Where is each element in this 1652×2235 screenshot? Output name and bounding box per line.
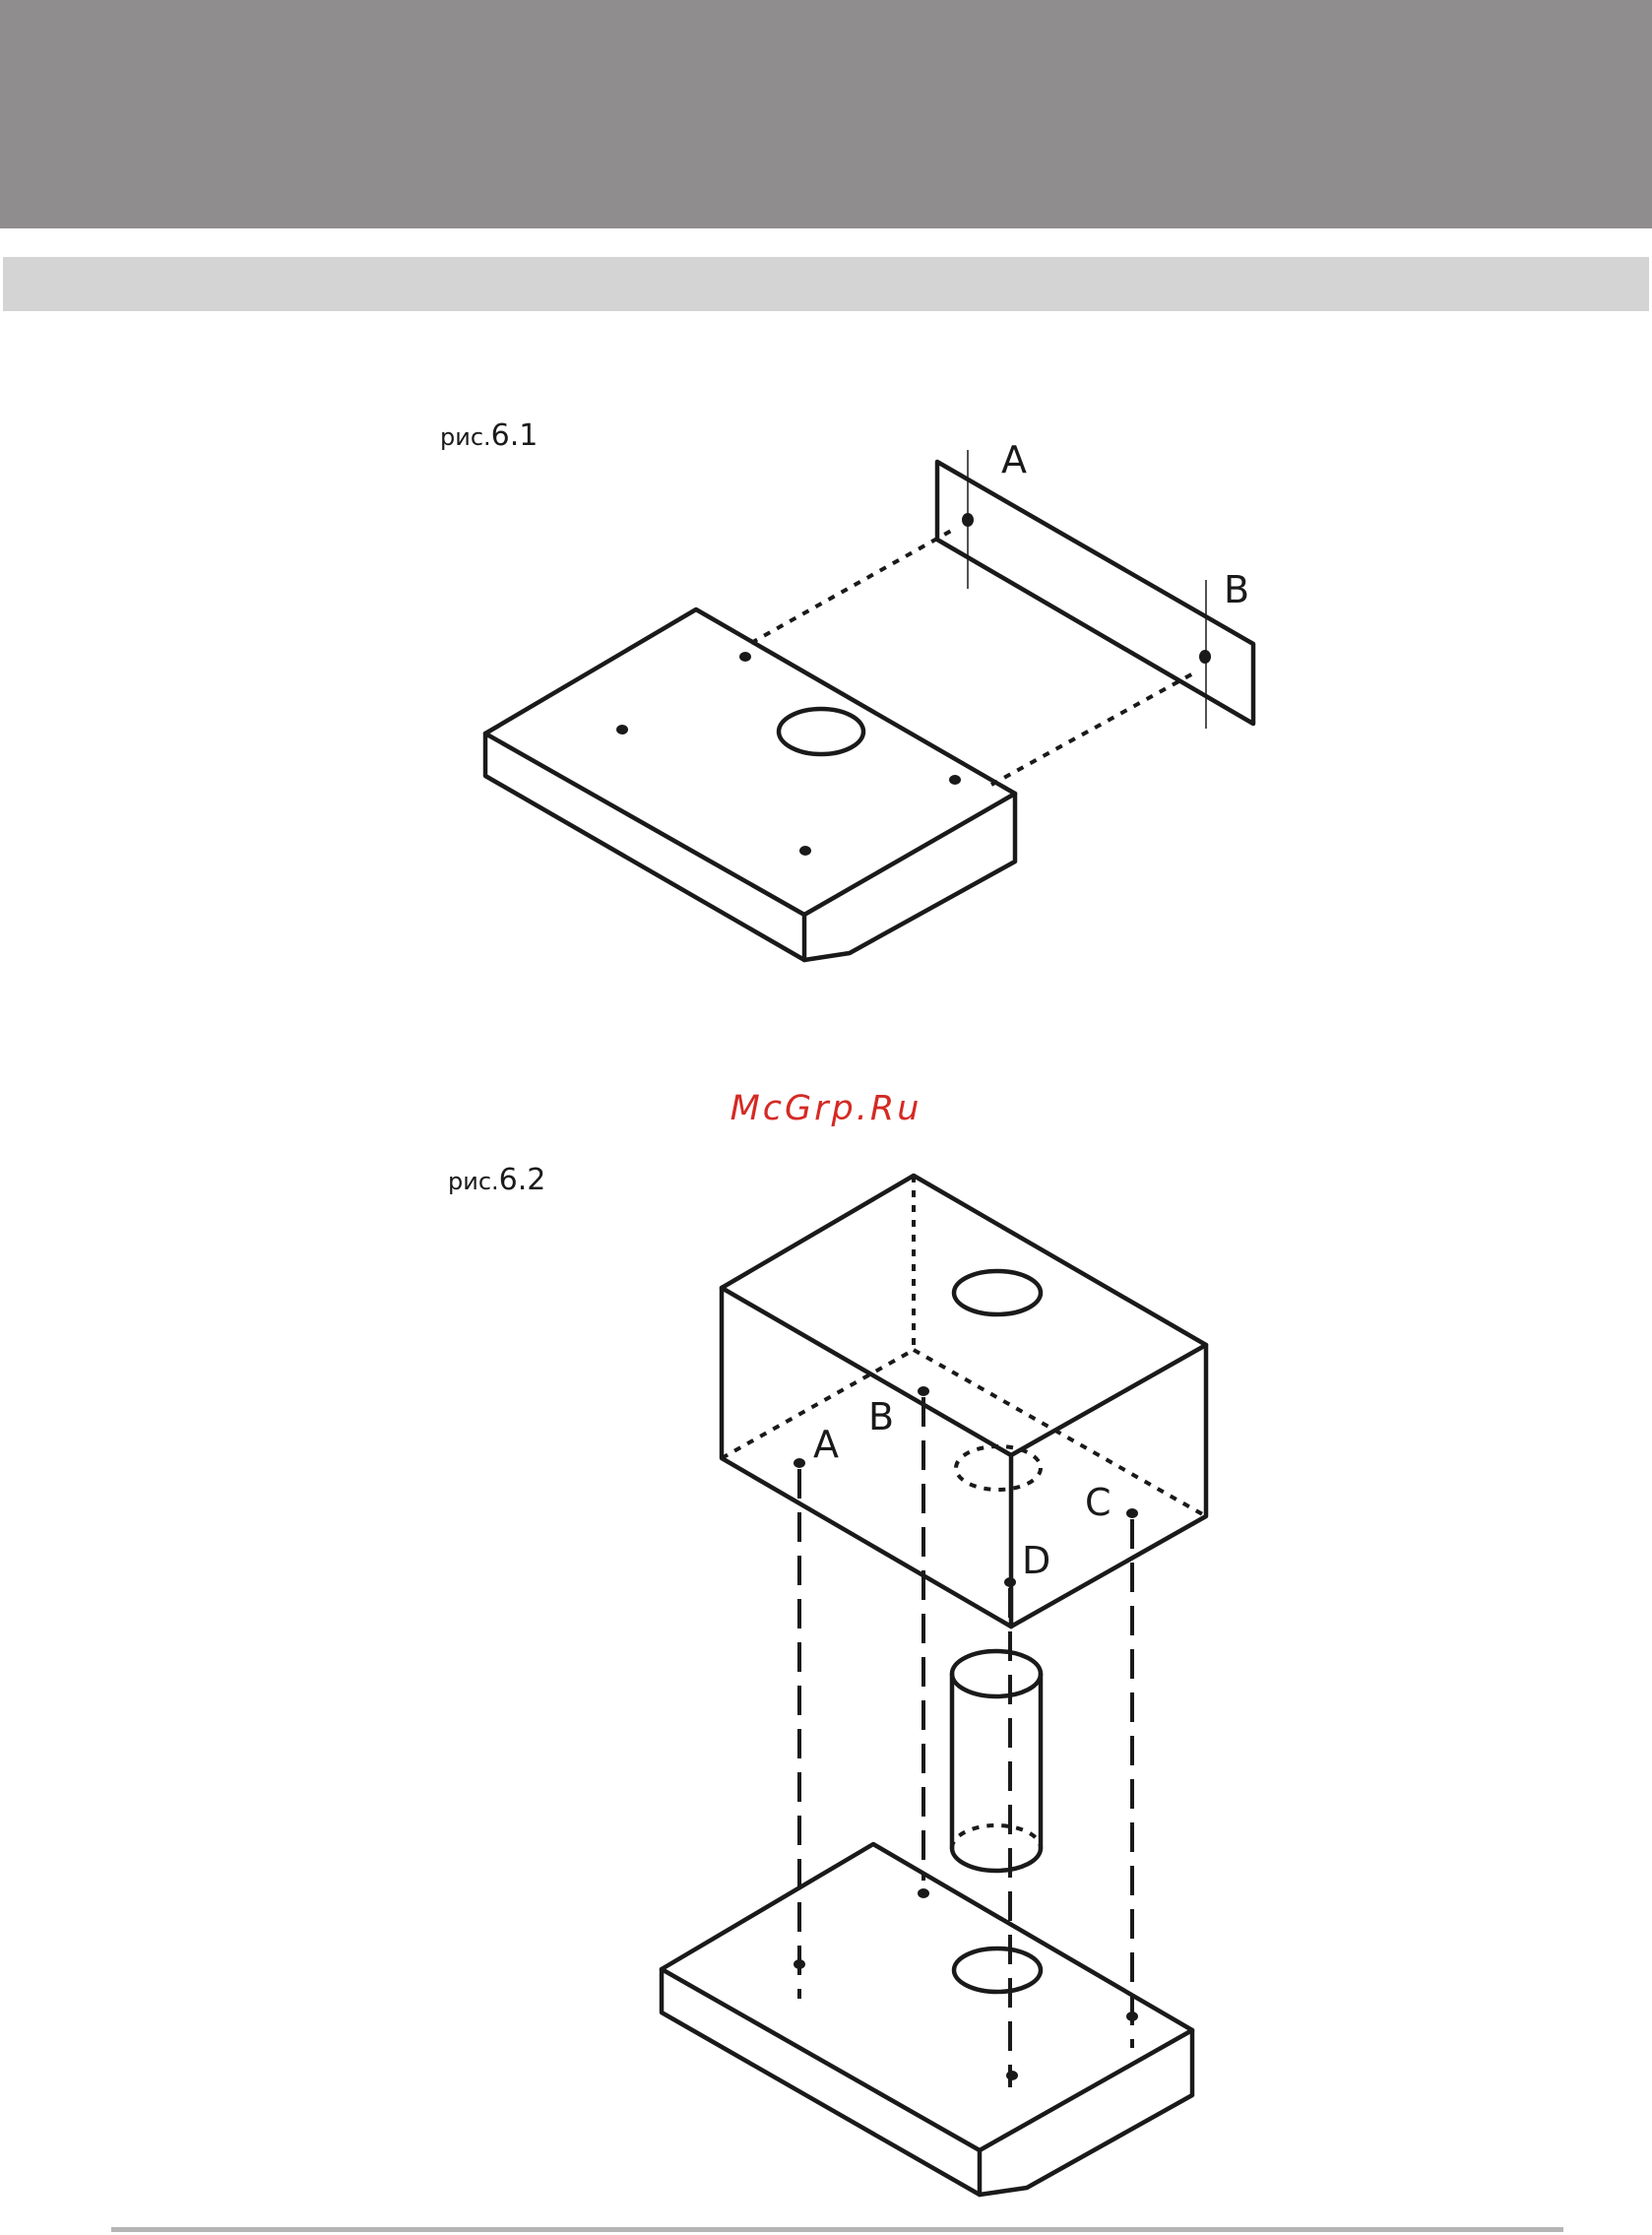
footer-rule [111, 2227, 1563, 2232]
hood-point-b [918, 1888, 929, 1898]
label-b: B [1224, 568, 1249, 611]
hood-exhaust-hole [954, 1948, 1041, 1992]
hood-body [485, 609, 1015, 960]
figure-6-2-drawing: A B C D [662, 1176, 1206, 2195]
label-b: B [868, 1395, 894, 1438]
label-a: A [1001, 438, 1027, 481]
screw-hole-2 [616, 725, 628, 734]
label-a: A [813, 1423, 839, 1466]
figure-6-1-drawing: A B [485, 438, 1253, 960]
projection-line-a [751, 530, 953, 643]
screw-hole-1 [739, 652, 751, 662]
projection-line-b [991, 673, 1193, 785]
cabinet-point-a [794, 1458, 805, 1468]
cabinet-point-d [1004, 1577, 1016, 1587]
mounting-point-b [1199, 650, 1211, 664]
exhaust-hole [779, 709, 863, 754]
cabinet-top-hole [954, 1271, 1041, 1314]
cabinet-bottom-hole [956, 1446, 1041, 1490]
duct-pipe [952, 1651, 1041, 1871]
hood-point-d [1006, 2071, 1018, 2080]
hood-point-a [794, 1959, 805, 1969]
screw-hole-4 [799, 846, 811, 856]
label-c: C [1085, 1481, 1112, 1524]
mounting-point-a [962, 513, 974, 527]
cabinet-point-c [1126, 1508, 1138, 1518]
cabinet-box [722, 1176, 1206, 1627]
screw-hole-3 [949, 775, 961, 785]
hood-point-c [1126, 2012, 1138, 2021]
label-d: D [1022, 1539, 1050, 1582]
cabinet-point-b [918, 1386, 929, 1396]
